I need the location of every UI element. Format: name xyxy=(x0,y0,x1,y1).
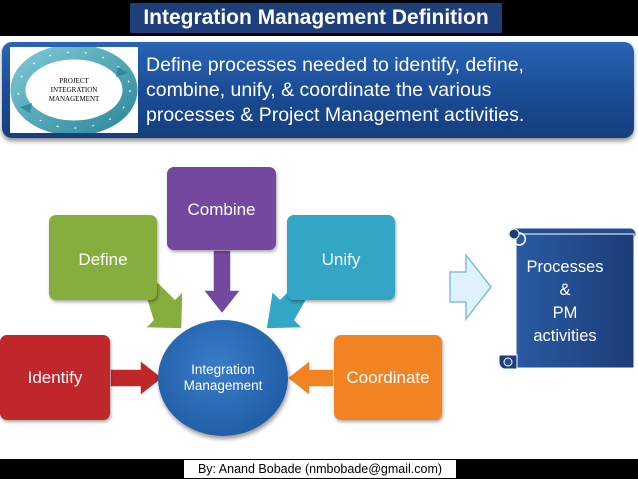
node-identify: Identify xyxy=(0,335,110,420)
page-title: Integration Management Definition xyxy=(130,3,502,33)
arrow-combine-to-hub xyxy=(201,249,243,316)
node-coordinate-label: Coordinate xyxy=(346,367,430,387)
logo-line-2: INTEGRATION xyxy=(51,86,98,94)
node-define-label: Define xyxy=(78,250,128,269)
arrow-identify-to-hub xyxy=(109,358,165,398)
integration-cycle-logo: PROJECT INTEGRATION MANAGEMENT xyxy=(10,44,138,136)
node-coordinate: Coordinate xyxy=(334,335,442,420)
node-define: Define xyxy=(49,215,157,300)
node-unify-label: Unify xyxy=(321,250,361,269)
banner-definition-text: Define processes needed to identify, def… xyxy=(146,54,525,126)
hub-integration-management: Integration Management xyxy=(158,320,288,436)
node-combine: Combine xyxy=(167,167,276,250)
cycle-logo-icon: PROJECT INTEGRATION MANAGEMENT xyxy=(10,44,138,136)
output-scroll-icon xyxy=(498,227,637,370)
author-credit: By: Anand Bobade (nmbobade@gmail.com) xyxy=(184,460,456,478)
arrow-to-output xyxy=(449,252,492,322)
logo-line-1: PROJECT xyxy=(59,77,89,85)
node-combine-label: Combine xyxy=(187,200,256,219)
output-processes-label: Processes & PM activities xyxy=(526,258,604,345)
arrow-coordinate-to-hub xyxy=(285,358,335,398)
node-identify-label: Identify xyxy=(27,367,83,387)
node-unify: Unify xyxy=(287,215,395,300)
logo-line-3: MANAGEMENT xyxy=(49,95,100,103)
